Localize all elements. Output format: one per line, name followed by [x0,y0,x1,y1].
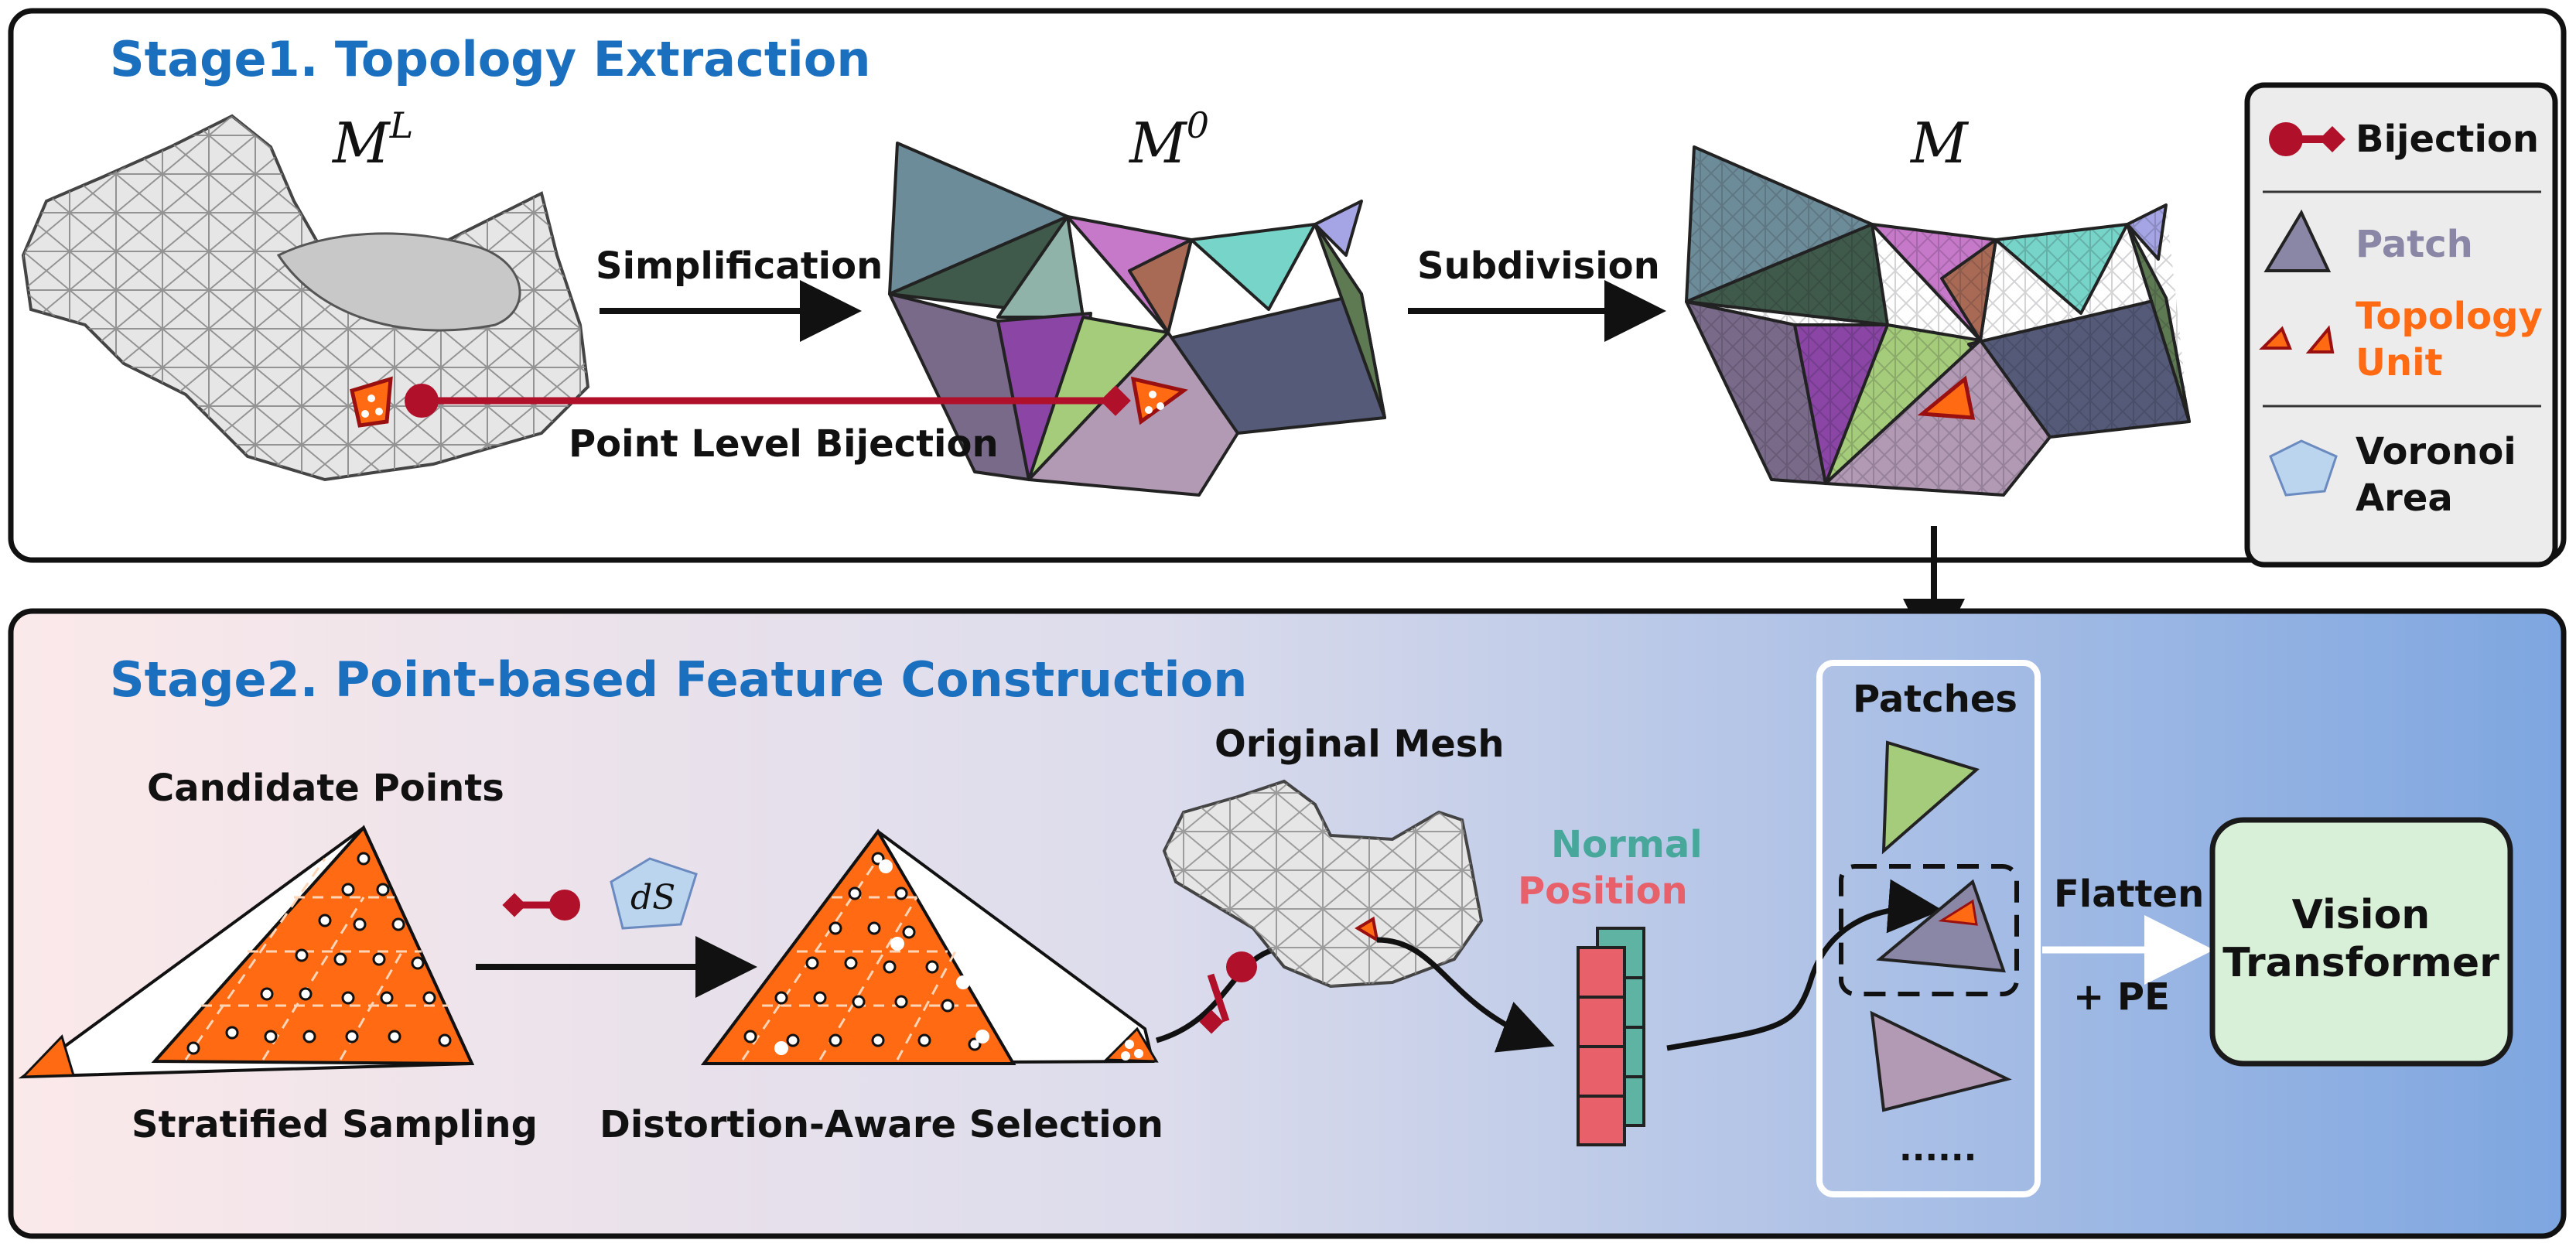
patches-box: Patches ...... [1816,660,2041,1197]
flatten-label: Flatten [2054,873,2204,916]
mesh-label-m: M [1909,111,1970,176]
original-mesh-label: Original Mesh [1215,722,1505,766]
stage1-title: Stage1. Topology Extraction [110,31,870,87]
position-label: Position [1518,869,1688,913]
candidate-points-triangle [18,825,475,1079]
legend-topology-unit-label-1: Topology [2356,295,2543,338]
legend-topology-unit-label-2: Unit [2356,341,2443,384]
svg-text:dS: dS [630,878,675,917]
patch-topology-unit [1938,899,1978,926]
vit-label-1: Vision [2292,892,2431,938]
topology-unit-m0 [1130,376,1188,425]
normal-label: Normal [1551,823,1703,866]
original-mesh [1162,779,1484,989]
coarse-mesh-m0 [888,142,1386,497]
stage2-title: Stage2. Point-based Feature Construction [110,651,1247,708]
subdivided-mesh-m [1685,145,2191,497]
features-to-patch-curve [1666,879,1942,1051]
distortion-selection-label: Distortion-Aware Selection [600,1103,1163,1146]
point-bijection-label: Point Level Bijection [569,422,999,466]
legend-voronoi-label-1: Voronoi [2356,430,2516,473]
patch-triangle-green [1881,740,1980,855]
topology-unit-m [1917,375,1976,420]
point-bijection-connector [405,384,1131,418]
subdivision-label: Subdivision [1417,244,1660,288]
legend-topology-unit-icon [2259,325,2335,354]
voronoi-ds-icon: dS [610,857,698,930]
patches-label: Patches [1853,678,2017,721]
legend-voronoi-icon [2269,439,2338,497]
topology-unit-ml [350,376,393,428]
vit-label-2: Transformer [2222,940,2499,986]
patches-ellipsis: ...... [1899,1129,1976,1169]
patch-triangle-mauve [1870,1010,2012,1112]
vision-transformer-box: Vision Transformer [2209,817,2513,1067]
mesh-label-m0: M0 [1128,104,1209,176]
legend-patch-icon [2263,209,2332,272]
bijection-icon-stage2-mesh [1199,951,1257,1034]
stratified-sampling-label: Stratified Sampling [132,1103,538,1146]
distortion-selection-triangle [700,828,1159,1066]
mesh-label-ml: ML [331,104,413,176]
legend-voronoi-label-2: Area [2356,476,2453,520]
pe-label: + PE [2073,975,2170,1019]
simplification-label: Simplification [596,244,883,288]
legend-patch-label: Patch [2356,223,2473,266]
candidate-points-label: Candidate Points [147,767,504,810]
legend-bijection-label: Bijection [2356,118,2539,161]
legend-box: Bijection Patch Topology Unit Voronoi Ar… [2244,82,2558,568]
dense-mesh-ml [21,114,590,482]
selected-patch-frame [1839,864,2019,996]
feature-stack [1577,927,1645,1146]
mesh-to-features-curve [1376,937,1555,1053]
